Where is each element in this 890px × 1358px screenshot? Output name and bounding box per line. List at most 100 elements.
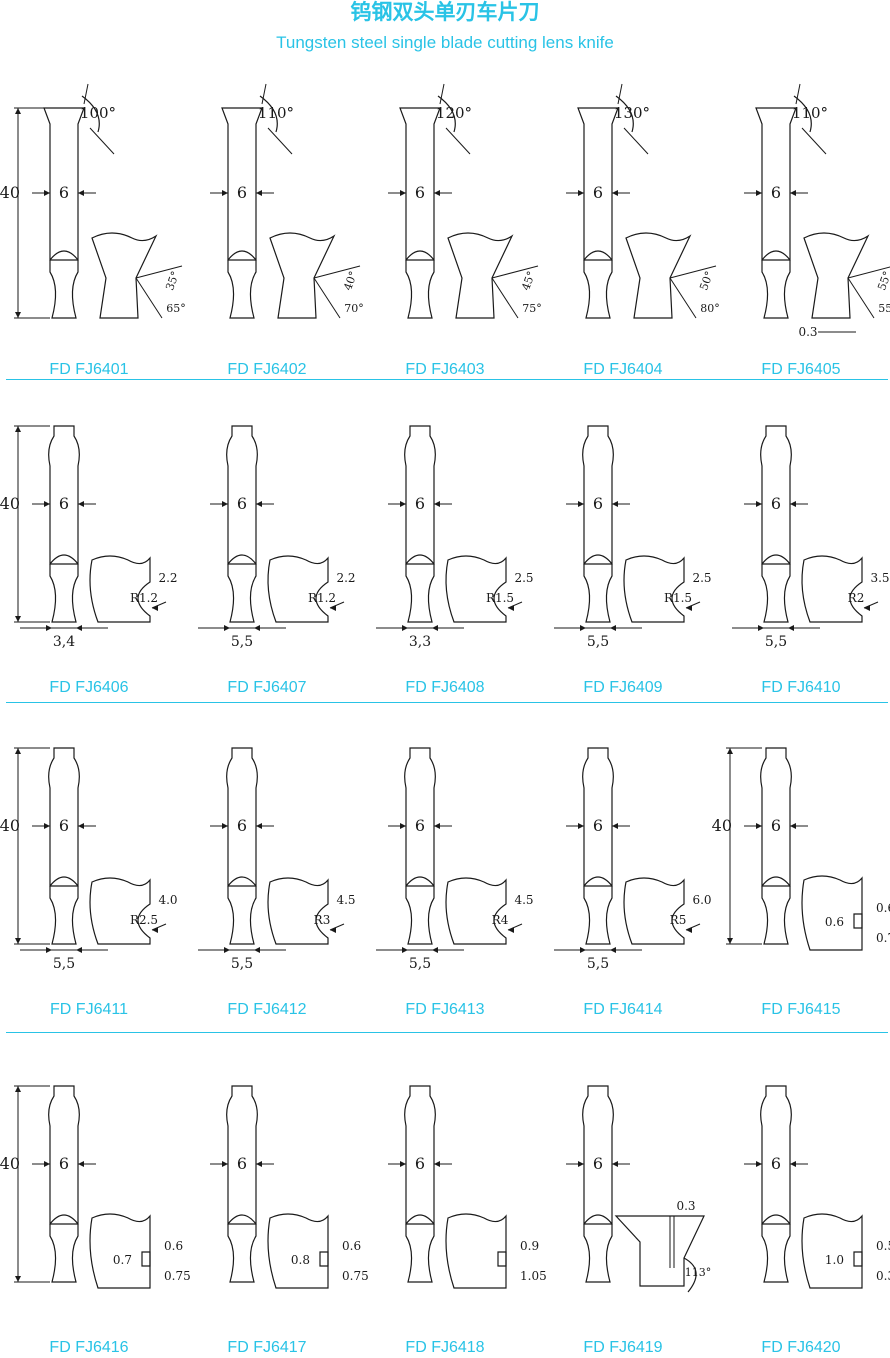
dimension-label-top: 0.9: [520, 1239, 539, 1253]
arrow-head: [44, 1161, 50, 1167]
dimension-label-bottom: 0.75: [342, 1269, 369, 1283]
length-label: 40: [0, 816, 20, 835]
diameter-label: 6: [59, 1154, 69, 1173]
model-label: FD FJ6402: [227, 361, 307, 378]
arrow-head: [46, 625, 52, 631]
arrow-head: [612, 190, 618, 196]
arrow-head: [612, 1161, 618, 1167]
blade-profile: [267, 877, 329, 945]
section-divider: [6, 702, 888, 703]
tool-dome: [583, 554, 613, 565]
neck-width-label: 5,5: [53, 956, 75, 972]
diameter-label: 6: [415, 494, 425, 513]
arrow-head: [686, 605, 692, 611]
arrow-head: [15, 748, 21, 754]
model-label: FD FJ6412: [227, 1001, 307, 1018]
blade-profile: [445, 555, 507, 623]
diameter-label: 6: [771, 1154, 781, 1173]
arrow-head: [15, 1086, 21, 1092]
blade-profile: [623, 877, 685, 945]
neck-width-label: 5,5: [587, 956, 609, 972]
arrow-head: [222, 501, 228, 507]
arrow-head: [46, 947, 52, 953]
arrow-head: [78, 501, 84, 507]
angle-label-b: 55°: [878, 302, 890, 315]
dimension-label-mid: 0.7: [113, 1253, 132, 1267]
angle-line: [847, 277, 875, 319]
arrow-head: [402, 947, 408, 953]
arrow-head: [508, 605, 514, 611]
angle-line: [135, 265, 183, 279]
blade-profile: [89, 877, 151, 945]
tool-neck: [49, 886, 79, 945]
model-label: FD FJ6417: [227, 1339, 307, 1356]
angle-label-a: 40°: [341, 269, 360, 292]
neck-width-label: 5,5: [231, 634, 253, 650]
radius-label: R1.2: [130, 591, 158, 605]
arrow-head: [864, 605, 870, 611]
tool-dome: [49, 554, 79, 565]
arrow-head: [222, 190, 228, 196]
dimension-label-bottom: 1.05: [520, 1269, 547, 1283]
tool-neck: [761, 1224, 791, 1283]
blade-profile: [89, 1213, 151, 1289]
arrow-head: [432, 947, 438, 953]
tool-dome: [405, 554, 435, 565]
arrow-head: [224, 625, 230, 631]
dimension-label-mid: 0.6: [825, 915, 844, 929]
dimension-label-bottom: 0.75: [876, 931, 890, 945]
tool-dome: [405, 876, 435, 887]
angle-label-a: 35°: [163, 269, 182, 292]
angle-line: [491, 277, 519, 319]
dimension-line: [261, 83, 267, 105]
tool-neck: [761, 564, 791, 623]
model-label: FD FJ6405: [761, 361, 841, 378]
depth-label: 4.5: [336, 893, 355, 907]
arrow-head: [15, 108, 21, 114]
arrow-head: [44, 823, 50, 829]
model-label: FD FJ6418: [405, 1339, 485, 1356]
dimension-line: [801, 127, 827, 155]
angle-label-b: 75°: [522, 302, 542, 315]
arrow-head: [686, 927, 692, 933]
arrow-head: [434, 190, 440, 196]
tip-angle-label: 130°: [614, 104, 650, 122]
tool-neck: [405, 886, 435, 945]
dimension-line: [267, 127, 293, 155]
angle-label-a: 50°: [697, 269, 716, 292]
dimension-label-mid: 1.0: [825, 1253, 844, 1267]
dimension-line: [795, 83, 801, 105]
groove-slot: [497, 1251, 507, 1267]
tip-angle-label: 100°: [80, 104, 116, 122]
model-label: FD FJ6413: [405, 1001, 485, 1018]
arrow-head: [254, 947, 260, 953]
arrow-head: [256, 501, 262, 507]
diameter-label: 6: [59, 494, 69, 513]
tool-neck: [49, 260, 79, 319]
dimension-label-mid: 0.8: [291, 1253, 310, 1267]
model-label: FD FJ6414: [583, 1001, 663, 1018]
length-label: 40: [0, 183, 20, 202]
tool-neck: [405, 260, 435, 319]
tool-dome: [227, 876, 257, 887]
dimension-line: [617, 83, 623, 105]
arrow-head: [400, 190, 406, 196]
arrow-head: [402, 625, 408, 631]
arrow-head: [756, 1161, 762, 1167]
slot-angle-label: 113°: [685, 1266, 712, 1279]
tip-angle-label: 110°: [258, 104, 294, 122]
